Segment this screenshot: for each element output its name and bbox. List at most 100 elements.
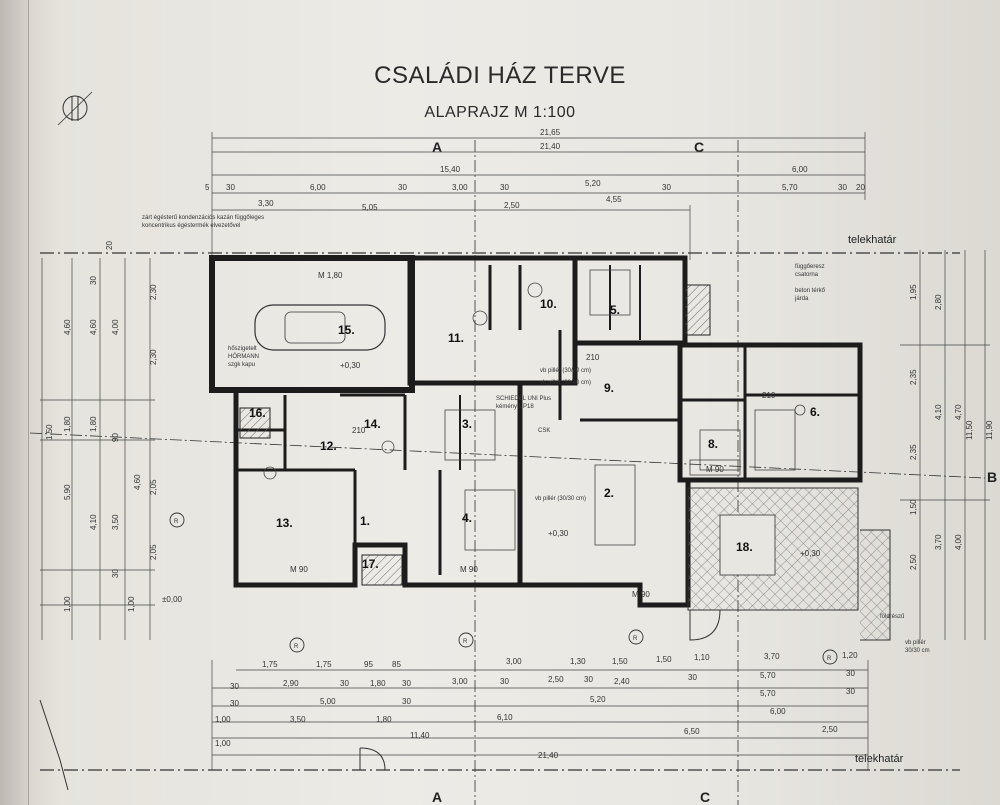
door-m90-4: M 90 bbox=[460, 565, 478, 574]
door-210-b: 210 bbox=[586, 353, 600, 362]
left-dim-2-05-b: 2,05 bbox=[149, 544, 158, 560]
bot-3-5-70: 5,70 bbox=[760, 689, 776, 698]
bot-2-2-90: 2,90 bbox=[283, 679, 299, 688]
right-dim-11-90: 11,90 bbox=[985, 420, 994, 440]
left-dim-2-30-a: 2,30 bbox=[149, 284, 158, 300]
right-dim-11-50: 11,50 bbox=[965, 420, 974, 440]
dim-3-00: 3,00 bbox=[452, 183, 468, 192]
level-0-00: ±0,00 bbox=[162, 595, 183, 604]
right-dim-2-80: 2,80 bbox=[934, 294, 943, 310]
dim-5: 5 bbox=[205, 183, 210, 192]
section-c-top: C bbox=[694, 139, 704, 155]
room-5-label: 5. bbox=[610, 303, 620, 317]
room-4-label: 4. bbox=[462, 511, 472, 525]
grid-r-4: R bbox=[633, 636, 638, 642]
right-dim-1-95: 1,95 bbox=[909, 284, 918, 300]
bot-1-1-75-b: 1,75 bbox=[316, 660, 332, 669]
left-dim-5-90: 5,90 bbox=[63, 484, 72, 500]
right-dim-2-35-a: 2,35 bbox=[909, 369, 918, 385]
note-chimney: SCHIEDEL UNI Plus bbox=[496, 396, 551, 402]
left-dim-2-05-a: 2,05 bbox=[149, 479, 158, 495]
note-chimney-2: kémény UP18 bbox=[496, 404, 534, 410]
section-a-bottom: A bbox=[432, 789, 442, 805]
note-pillar-3: vb pillér (30/30 cm) bbox=[535, 496, 586, 502]
bottom-dimension-chains bbox=[211, 660, 869, 770]
fence-left bbox=[39, 699, 69, 791]
dim-30-d: 30 bbox=[662, 183, 671, 192]
room-12-label: 12. bbox=[320, 439, 337, 453]
car-icon bbox=[254, 304, 386, 351]
bot-6-21-40: 21,40 bbox=[538, 751, 559, 760]
room-18-label: 18. bbox=[736, 540, 753, 554]
note-pillar-4b: 30/30 cm bbox=[905, 648, 930, 654]
left-dim-2-30-b: 2,30 bbox=[149, 349, 158, 365]
bot-5-6-50: 6,50 bbox=[684, 727, 700, 736]
note-gate-3: szgk kapu bbox=[228, 362, 255, 368]
bot-4-3-50: 3,50 bbox=[290, 715, 306, 724]
bot-6-11-40: 11,40 bbox=[410, 731, 430, 740]
bot-3-30-c: 30 bbox=[846, 687, 855, 696]
left-dim-90: 90 bbox=[111, 433, 120, 442]
level-terrace: +0,30 bbox=[800, 549, 821, 558]
left-dim-1-00-a: 1,00 bbox=[63, 596, 72, 612]
door-210-a: 210 bbox=[352, 426, 366, 435]
furniture-outlines bbox=[263, 269, 806, 551]
room-3-label: 3. bbox=[462, 417, 472, 431]
dim-total-21-65: 21,65 bbox=[540, 128, 561, 137]
level-garage: +0,30 bbox=[340, 361, 361, 370]
section-a-top: A bbox=[432, 139, 442, 155]
bot-1-3-00: 3,00 bbox=[506, 657, 522, 666]
bot-1-1-20: 1,20 bbox=[842, 651, 858, 660]
grid-r-2: R bbox=[294, 644, 299, 650]
section-b-right: B bbox=[987, 469, 997, 485]
bot-2-1-80: 1,80 bbox=[370, 679, 386, 688]
room-16-label: 16. bbox=[249, 406, 266, 420]
left-dim-1-80-a: 1,80 bbox=[63, 416, 72, 432]
bot-2-30-d: 30 bbox=[500, 677, 509, 686]
dim-30-a: 30 bbox=[226, 183, 235, 192]
bot-5-2-50: 2,50 bbox=[822, 725, 838, 734]
door-m90-13: M 90 bbox=[290, 565, 308, 574]
right-dim-4-00: 4,00 bbox=[954, 534, 963, 550]
drawing-subtitle: ALAPRAJZ M 1:100 bbox=[424, 104, 576, 121]
room-14-label: 14. bbox=[364, 417, 381, 431]
room-6-label: 6. bbox=[810, 405, 820, 419]
bot-3-30-a: 30 bbox=[230, 699, 239, 708]
dim-5-20: 5,20 bbox=[585, 179, 601, 188]
right-dim-2-35-b: 2,35 bbox=[909, 444, 918, 460]
bot-1-1-50-b: 1,50 bbox=[656, 655, 672, 664]
bot-1-95: 95 bbox=[364, 660, 373, 669]
room-10-label: 10. bbox=[540, 297, 557, 311]
left-dim-4-60-c: 4,60 bbox=[133, 474, 142, 490]
room-9-label: 9. bbox=[604, 381, 614, 395]
bot-1-1-75-a: 1,75 bbox=[262, 660, 278, 669]
left-dim-30-b: 30 bbox=[89, 276, 98, 285]
bot-2-30-c: 30 bbox=[402, 679, 411, 688]
dim-total-21-40: 21,40 bbox=[540, 142, 561, 151]
left-dim-1-80-b: 1,80 bbox=[89, 416, 98, 432]
bot-1-1-10: 1,10 bbox=[694, 653, 710, 662]
room-11-label: 11. bbox=[448, 331, 464, 345]
bot-4-1-80: 1,80 bbox=[376, 715, 392, 724]
note-pillar-1: vb pillér (30/30 cm) bbox=[540, 368, 591, 374]
left-dim-1-50: 1,50 bbox=[45, 424, 54, 440]
bot-4-6-10: 6,10 bbox=[497, 713, 513, 722]
bot-3-5-00: 5,00 bbox=[320, 697, 336, 706]
paper-fold bbox=[0, 0, 29, 805]
door-m90-8: M 90 bbox=[706, 465, 724, 474]
bot-1-85: 85 bbox=[392, 660, 401, 669]
top-dimension-chains bbox=[211, 132, 866, 260]
bot-2-2-50: 2,50 bbox=[548, 675, 564, 684]
dim-5-05: 5,05 bbox=[362, 203, 378, 212]
dim-3-30: 3,30 bbox=[258, 199, 274, 208]
bot-2-3-00: 3,00 bbox=[452, 677, 468, 686]
room-1-label: 1. bbox=[360, 514, 370, 528]
note-boiler: zárt égésterű kondenzációs kazán függőle… bbox=[142, 215, 264, 221]
bot-2-30-b: 30 bbox=[340, 679, 349, 688]
dim-30-e: 30 bbox=[838, 183, 847, 192]
bot-4-1-00: 1,00 bbox=[215, 715, 231, 724]
level-living: +0,30 bbox=[548, 529, 569, 538]
terrace-table bbox=[719, 514, 776, 576]
section-line-b bbox=[29, 432, 986, 479]
